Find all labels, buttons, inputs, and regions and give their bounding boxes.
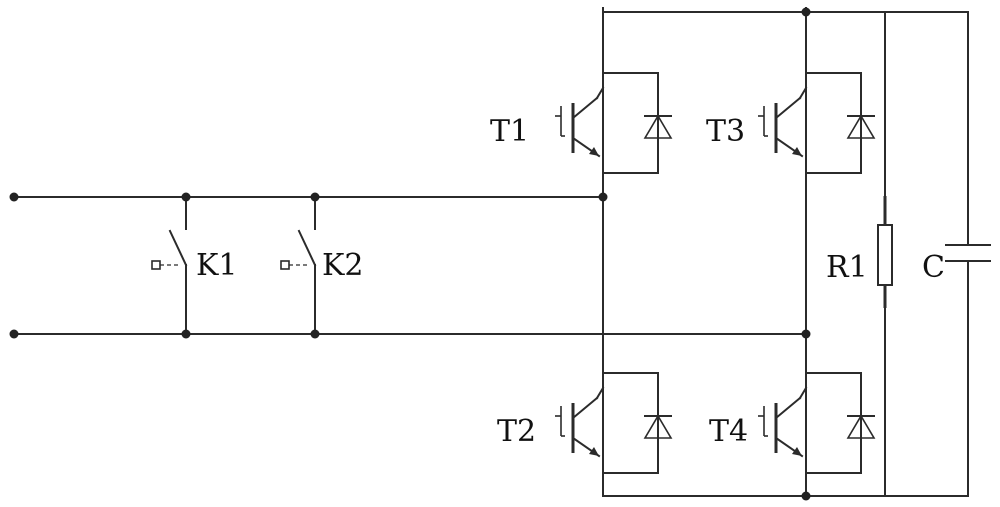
label-t4: T4 <box>709 414 748 449</box>
label-c: C <box>922 250 945 285</box>
junction-dots <box>9 7 811 501</box>
label-t1: T1 <box>490 114 529 149</box>
actuator-icon <box>151 260 161 270</box>
resistor-r1: R1 <box>826 196 893 308</box>
switch-k2: K2 <box>280 196 364 335</box>
wiring <box>13 11 969 497</box>
igbt-t2: T2 <box>497 306 673 480</box>
capacitor-c: C <box>922 244 991 285</box>
label-k1: K1 <box>196 248 238 283</box>
label-t3: T3 <box>706 114 745 149</box>
label-t2: T2 <box>497 414 536 449</box>
igbt-t4: T4 <box>709 306 876 480</box>
igbt-t1: T1 <box>490 6 673 180</box>
label-k2: K2 <box>322 248 364 283</box>
label-r1: R1 <box>826 250 868 285</box>
igbt-t3: T3 <box>706 6 876 180</box>
switch-k1: K1 <box>151 196 238 335</box>
actuator-icon <box>280 260 290 270</box>
